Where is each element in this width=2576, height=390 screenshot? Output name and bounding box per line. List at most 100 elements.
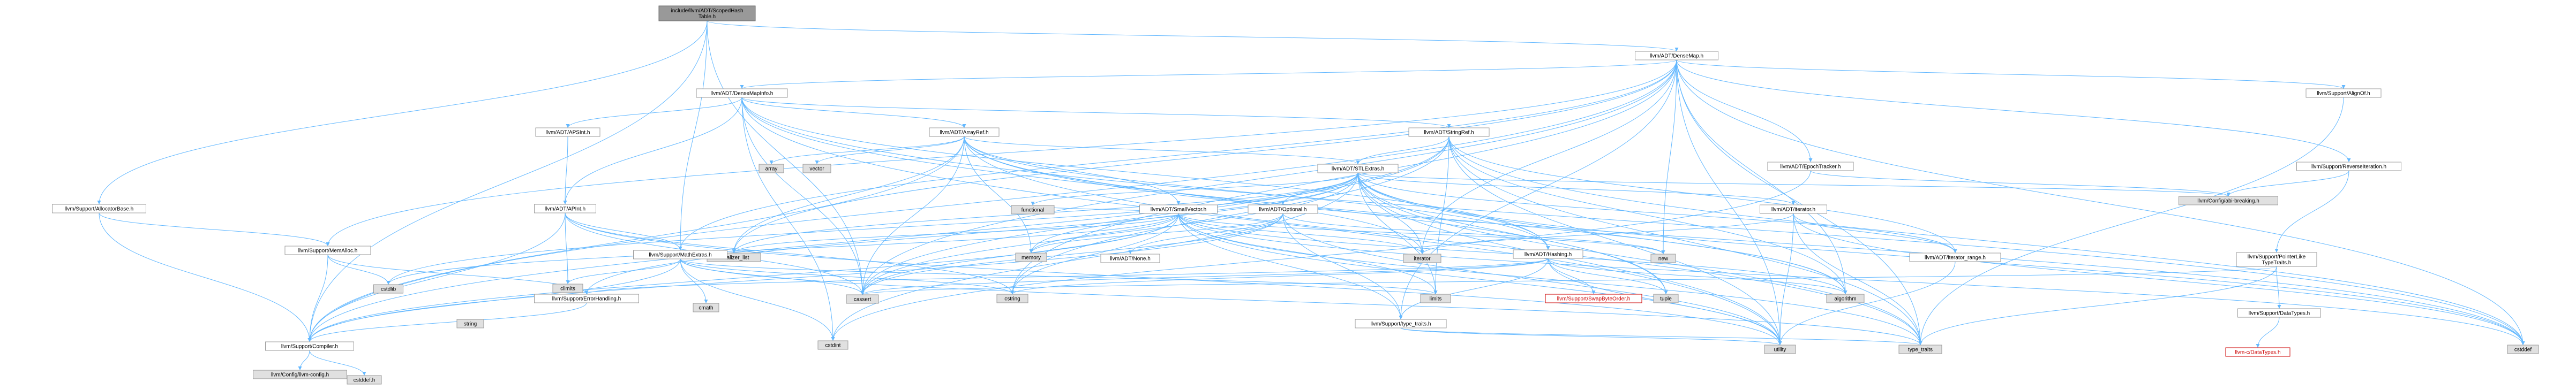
node-label: llvm-c/DataTypes.h [2235, 350, 2280, 356]
node-adtiterator[interactable]: llvm/ADT/iterator.h [1760, 204, 1827, 214]
node-compiler[interactable]: llvm/Support/Compiler.h [265, 341, 354, 351]
node-cstdint[interactable]: cstdint [817, 340, 848, 350]
edge-stlextras-to-cstdlib [386, 172, 1358, 285]
node-iteratorsys[interactable]: iterator [1403, 254, 1441, 263]
node-label: climits [560, 286, 575, 292]
edge-arrayref-to-cstddef [964, 136, 2525, 346]
edge-optional-to-cassert [860, 213, 1283, 295]
node-stringsys[interactable]: string [456, 319, 484, 328]
node-limits[interactable]: limits [1420, 294, 1451, 303]
edge-mathextras-to-cmath [680, 258, 708, 304]
node-label: llvm/ADT/Hashing.h [1524, 252, 1572, 258]
node-cdatatypes[interactable]: llvm-c/DataTypes.h [2225, 347, 2290, 357]
node-cstdlib[interactable]: cstdlib [373, 284, 403, 294]
edge-typetraitssup-to-typetraits [1400, 327, 1922, 346]
node-llvmconfig[interactable]: llvm/Config/llvm-config.h [253, 370, 347, 379]
node-apint[interactable]: llvm/ADT/APInt.h [534, 204, 596, 213]
edge-densemap-to-alignof [1676, 59, 2346, 89]
node-arrayref[interactable]: llvm/ADT/ArrayRef.h [929, 127, 1000, 137]
node-cstddefh[interactable]: cstddef.h [347, 375, 382, 385]
edge-densemapinfo-to-arrayref [741, 97, 966, 128]
node-label: cstring [1004, 296, 1020, 302]
node-label: array [765, 166, 778, 172]
node-label: memory [1022, 255, 1041, 261]
node-box [1635, 51, 1718, 60]
node-memalloc[interactable]: llvm/Support/MemAlloc.h [284, 246, 371, 255]
edge-densemap-to-algorithm [1676, 59, 1847, 295]
node-box [2225, 347, 2290, 357]
node-cassert[interactable]: cassert [846, 294, 879, 304]
edge-densemapinfo-to-apint [563, 97, 742, 205]
edge-stringref-to-utility [1448, 136, 1782, 346]
node-stringref[interactable]: llvm/ADT/StringRef.h [1408, 127, 1490, 137]
node-swapbyte[interactable]: llvm/Support/SwapByteOrder.h [1545, 294, 1642, 303]
edge-apsint-to-apint [563, 136, 568, 205]
node-label: llvm/ADT/APInt.h [545, 207, 585, 212]
node-alignof[interactable]: llvm/Support/AlignOf.h [2305, 88, 2382, 98]
node-array[interactable]: array [758, 164, 784, 173]
node-functional[interactable]: functional [1011, 205, 1055, 215]
edge-densemap-to-memalloc [326, 59, 1677, 247]
edge-arrayref-to-stlextras [964, 136, 1360, 165]
node-box [2237, 308, 2321, 318]
node-box [1248, 204, 1318, 214]
node-algorithm[interactable]: algorithm [1826, 294, 1865, 303]
edge-smallvector-to-compiler [307, 213, 1179, 342]
node-cmath[interactable]: cmath [693, 303, 719, 312]
node-typetraits[interactable]: type_traits [1898, 345, 1942, 354]
node-reverseiter[interactable]: llvm/Support/ReverseIteration.h [2296, 162, 2401, 171]
node-label: llvm/Support/ReverseIteration.h [2311, 164, 2386, 170]
edge-arrayref-to-smallvector [964, 136, 1181, 205]
node-label: cmath [699, 305, 713, 311]
edge-stlextras-to-algorithm [1357, 172, 1847, 295]
node-memory[interactable]: memory [1015, 253, 1047, 262]
node-stlextras[interactable]: llvm/ADT/STLExtras.h [1317, 164, 1399, 173]
node-allocbase[interactable]: llvm/Support/AllocatorBase.h [52, 204, 146, 213]
node-hashing[interactable]: llvm/ADT/Hashing.h [1513, 249, 1583, 259]
node-box [633, 250, 727, 259]
edge-optional-to-compiler [307, 213, 1283, 342]
edge-arrayref-to-array [769, 136, 965, 165]
node-label: tuple [1660, 296, 1672, 302]
node-datatypes[interactable]: llvm/Support/DataTypes.h [2237, 308, 2321, 318]
node-optional[interactable]: llvm/ADT/Optional.h [1248, 204, 1318, 214]
node-label: new [1658, 256, 1669, 262]
node-densemap[interactable]: llvm/ADT/DenseMap.h [1635, 51, 1718, 60]
edge-memalloc-to-cstdlib [327, 254, 390, 285]
node-typetraitssup[interactable]: llvm/Support/type_traits.h [1355, 319, 1447, 328]
edge-arrayref-to-cassert [860, 136, 965, 295]
node-box [265, 341, 354, 351]
node-mathextras[interactable]: llvm/Support/MathExtras.h [633, 250, 727, 259]
node-vector[interactable]: vector [802, 164, 831, 173]
node-iterrange[interactable]: llvm/ADT/iterator_range.h [1909, 253, 2001, 262]
node-newsys[interactable]: new [1650, 254, 1676, 263]
node-cstddef[interactable]: cstddef [2507, 345, 2539, 354]
node-label: llvm/Support/DataTypes.h [2249, 311, 2310, 317]
edge-adtiterator-to-cstddef [1793, 213, 2525, 346]
edge-optional-to-utility [1282, 213, 1782, 346]
node-tuple[interactable]: tuple [1653, 294, 1679, 303]
edge-densemapinfo-to-hashing [741, 97, 1550, 250]
node-cstring[interactable]: cstring [996, 294, 1028, 303]
node-utility[interactable]: utility [1764, 345, 1796, 354]
node-apsint[interactable]: llvm/ADT/APSInt.h [535, 127, 600, 137]
node-label: llvm/ADT/SmallVector.h [1151, 207, 1206, 213]
edge-densemap-to-epoch [1676, 59, 1813, 163]
node-adtnone[interactable]: llvm/ADT/None.h [1100, 254, 1160, 263]
node-climits[interactable]: climits [552, 284, 583, 293]
node-box [534, 204, 596, 213]
node-label: llvm/ADT/DenseMapInfo.h [711, 91, 773, 97]
node-errhandling[interactable]: llvm/Support/ErrorHandling.h [534, 294, 639, 303]
edge-mathextras-to-climits [566, 258, 681, 285]
node-densemapinfo[interactable]: llvm/ADT/DenseMapInfo.h [696, 88, 788, 98]
node-label: limits [1430, 296, 1442, 302]
edge-mathextras-to-cstdint [680, 258, 835, 341]
node-epoch[interactable]: llvm/ADT/EpochTracker.h [1767, 162, 1854, 171]
node-box [1898, 345, 1942, 354]
node-smallvector[interactable]: llvm/ADT/SmallVector.h [1139, 204, 1218, 214]
node-abibreak[interactable]: llvm/Config/abi-breaking.h [2179, 196, 2278, 205]
node-box [1760, 204, 1827, 214]
edge-stringref-to-limits [1433, 136, 1450, 295]
